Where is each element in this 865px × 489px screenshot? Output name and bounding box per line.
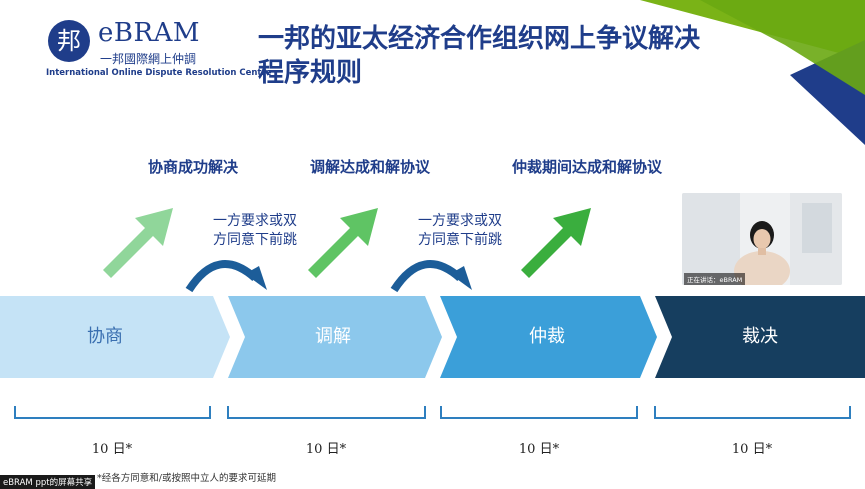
success-arrow-3: [513, 200, 598, 285]
skip-note-2: 一方要求或双方同意下前跳: [405, 212, 515, 250]
stage-award: 裁决: [710, 322, 810, 348]
video-speaker-caption: 正在讲话：eBRAM: [684, 273, 745, 285]
logo-mark: 邦: [48, 20, 90, 62]
logo-brand: eBRAM: [98, 18, 200, 48]
duration-brackets: [0, 402, 865, 424]
skip-note-1: 一方要求或双方同意下前跳: [200, 212, 310, 250]
skip-curve-arrow-1: [183, 250, 273, 295]
stage-mediation: 调解: [283, 322, 383, 348]
slide-title: 一邦的亚太经济合作组织网上争议解决程序规则: [258, 22, 818, 90]
speaker-avatar-icon: [682, 193, 842, 285]
stage-arbitration: 仲裁: [497, 322, 597, 348]
days-mediation: 10 日*: [266, 438, 386, 457]
speaker-video[interactable]: 正在讲话：eBRAM: [682, 193, 842, 285]
outcome-label-mediation: 调解达成和解协议: [310, 156, 430, 177]
footnote: *经各方同意和/或按照中立人的要求可延期: [97, 470, 276, 484]
stage-negotiation: 协商: [55, 322, 155, 348]
days-negotiation: 10 日*: [52, 438, 172, 457]
success-arrow-2: [300, 200, 385, 285]
outcome-label-arbitration: 仲裁期间达成和解协议: [512, 156, 662, 177]
days-award: 10 日*: [692, 438, 812, 457]
outcome-label-negotiation: 协商成功解决: [148, 156, 238, 177]
success-arrow-1: [95, 200, 180, 285]
ebram-logo: 邦 eBRAM 一邦國際網上仲調 International Online Di…: [46, 18, 231, 80]
logo-subtitle: 一邦國際網上仲調: [100, 50, 196, 67]
skip-curve-arrow-2: [388, 250, 478, 295]
logo-organization: International Online Dispute Resolution …: [46, 68, 271, 78]
days-arbitration: 10 日*: [479, 438, 599, 457]
